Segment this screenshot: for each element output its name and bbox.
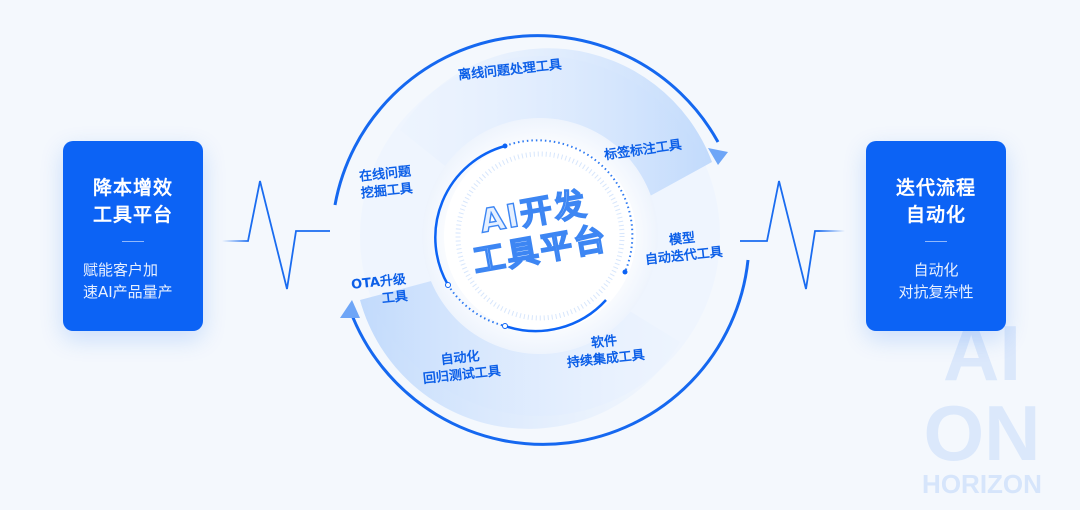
card-subtitle-line: 速AI产品量产 xyxy=(83,283,173,301)
card-process-automation: 迭代流程 自动化 自动化 对抗复杂性 xyxy=(866,141,1006,331)
card-subtitle: 自动化 对抗复杂性 xyxy=(866,259,1006,303)
card-title-line: 自动化 xyxy=(905,204,966,226)
tool-label-ota-upgrade: OTA升级 工具 xyxy=(350,271,408,311)
card-title-line: 工具平台 xyxy=(92,204,173,226)
card-subtitle-line: 自动化 xyxy=(913,261,959,279)
card-title: 降本增效 工具平台 xyxy=(63,175,203,229)
card-title: 迭代流程 自动化 xyxy=(866,175,1006,229)
brand-watermark: AI ON HORIZON xyxy=(922,310,1042,499)
card-divider xyxy=(925,241,947,242)
card-divider xyxy=(122,241,144,242)
tool-label-online-issue: 在线问题 挖掘工具 xyxy=(358,163,413,202)
card-subtitle-line: 对抗复杂性 xyxy=(898,283,974,301)
card-subtitle: 赋能客户加 速AI产品量产 xyxy=(75,259,191,303)
card-title-line: 迭代流程 xyxy=(895,177,976,199)
card-cost-reduction: 降本增效 工具平台 赋能客户加 速AI产品量产 xyxy=(63,141,203,331)
card-subtitle-line: 赋能客户加 xyxy=(83,261,159,279)
watermark-line-horizon: HORIZON xyxy=(922,469,1042,499)
watermark-line-on: ON xyxy=(924,389,1041,477)
card-title-line: 降本增效 xyxy=(92,177,173,199)
